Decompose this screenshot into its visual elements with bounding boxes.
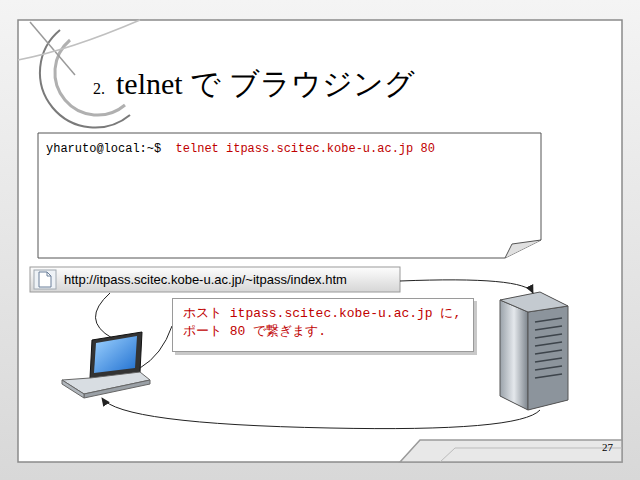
terminal-box: yharuto@local:~$ telnet itpass.scitec.kob…	[40, 137, 538, 161]
section-number: 2.	[93, 80, 105, 98]
terminal-box-text: yharuto@local:~$	[46, 142, 161, 156]
callout-box-text: ホスト itpass.scitec.kobe-u.ac.jp に, ポート 80…	[183, 305, 463, 340]
address-bar: http://itpass.scitec.kobe-u.ac.jp/~itpas…	[62, 269, 398, 291]
slide-title: telnet で ブラウジング	[116, 64, 415, 105]
callout-box: ホスト itpass.scitec.kobe-u.ac.jp に, ポート 80…	[172, 298, 474, 352]
terminal-box-text: telnet itpass.scitec.kobe-u.ac.jp 80	[176, 142, 435, 156]
page-number: 27	[602, 441, 613, 453]
server-icon	[500, 292, 568, 410]
address-bar-text: http://itpass.scitec.kobe-u.ac.jp/~itpas…	[64, 271, 396, 289]
laptop-icon	[62, 332, 150, 398]
